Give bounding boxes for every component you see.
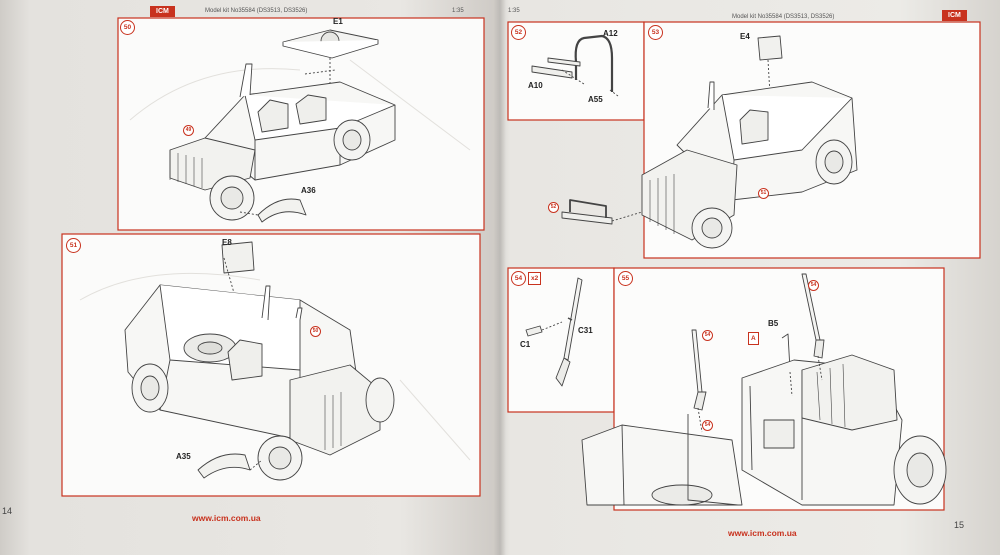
step-55-number: 55 <box>618 271 633 286</box>
footer-url: www.icm.com.ua <box>728 528 797 538</box>
step-53-callout-51: 51 <box>758 188 769 199</box>
step-54-multiplier: x2 <box>528 272 542 285</box>
header-model-text: Model kit No35584 (DS3513, DS3526) <box>205 8 308 14</box>
step-55-callout-2: 54 <box>808 280 819 291</box>
step-55-marker-a: A <box>748 332 759 345</box>
step-51-vehicle-drawing <box>124 241 395 481</box>
left-page: ICM Model kit No35584 (DS3513, DS3526) 1… <box>0 0 498 555</box>
step-54-number: 54 <box>511 271 526 286</box>
part-label-e4: E4 <box>740 32 750 41</box>
step-53-vehicle-drawing <box>561 35 858 249</box>
step-50-number: 50 <box>120 20 135 35</box>
book-gutter <box>494 0 506 555</box>
step-55-callout-3: 54 <box>702 420 713 431</box>
part-label-a35: A35 <box>176 452 191 461</box>
header-scale: 1:35 <box>508 8 520 14</box>
part-label-e8: E8 <box>222 238 232 247</box>
part-label-c1: C1 <box>520 340 531 349</box>
part-label-e1: E1 <box>333 17 343 26</box>
part-label-a36: A36 <box>301 186 316 195</box>
right-page: 1:35 Model kit No35584 (DS3513, DS3526) … <box>502 0 1000 555</box>
step-55-interior-drawing <box>581 273 947 506</box>
step-53-number: 53 <box>648 25 663 40</box>
part-label-a10: A10 <box>528 81 543 90</box>
step-50-callout: 49 <box>183 125 194 136</box>
icm-logo: ICM <box>942 10 967 21</box>
part-label-b5: B5 <box>768 319 779 328</box>
step-53-callout-52: 52 <box>548 202 559 213</box>
right-page-drawings <box>507 21 981 511</box>
step-54-panel <box>507 267 615 413</box>
step-51-callout: 50 <box>310 326 321 337</box>
page-number-right: 15 <box>954 520 965 530</box>
icm-logo: ICM <box>150 6 175 17</box>
step-51-number: 51 <box>66 238 81 253</box>
part-label-c31: C31 <box>578 326 593 335</box>
left-page-drawings <box>61 17 485 497</box>
page-number-left: 14 <box>2 506 13 516</box>
step-52-number: 52 <box>511 25 526 40</box>
step-54-rifle-drawing <box>525 277 583 387</box>
header-scale: 1:35 <box>452 8 464 14</box>
show-through-lines <box>79 59 471 461</box>
footer-url: www.icm.com.ua <box>192 513 261 523</box>
step-50-vehicle-drawing <box>169 29 396 223</box>
step-55-callout-1: 54 <box>702 330 713 341</box>
header-model-text: Model kit No35584 (DS3513, DS3526) <box>732 14 835 20</box>
step-52-bumper-drawing <box>531 34 619 97</box>
part-label-a12: A12 <box>603 29 618 38</box>
part-label-a55: A55 <box>588 95 603 104</box>
